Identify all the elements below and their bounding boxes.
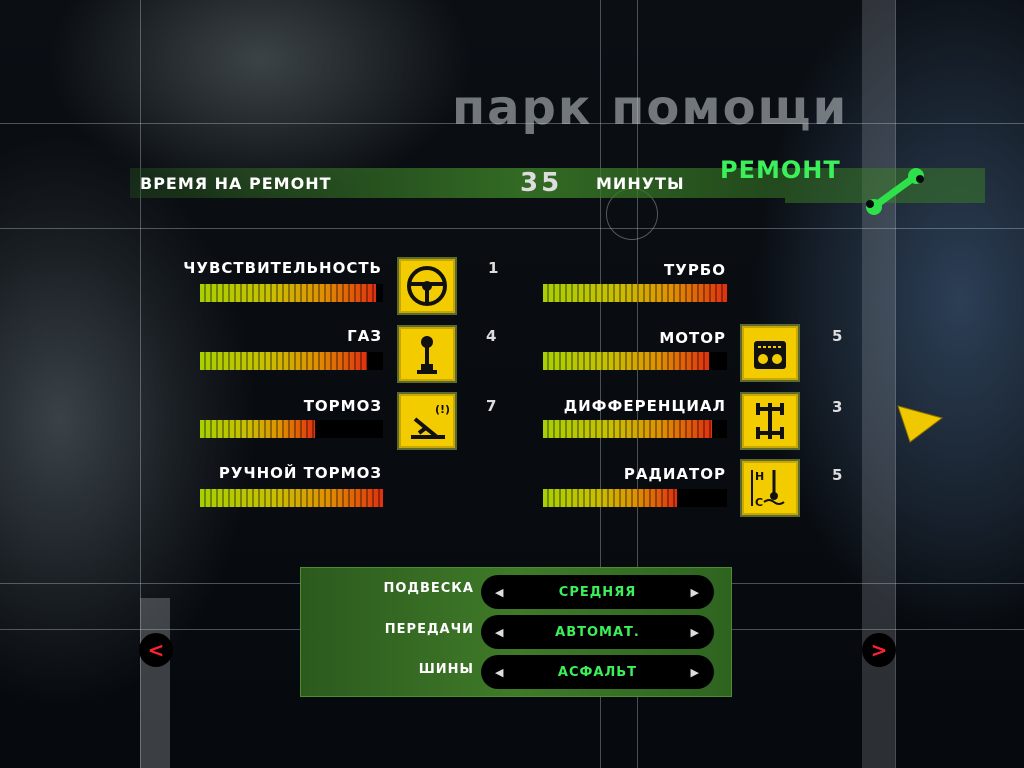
brake-bar-fill — [200, 420, 316, 438]
radiator-label: РАДИАТОР — [623, 465, 726, 483]
gearbox-selector[interactable]: ◀ АВТОМАТ. ▶ — [481, 615, 714, 649]
sensitivity-button[interactable] — [397, 257, 457, 315]
radiator-value: 5 — [832, 466, 843, 484]
handbrake-bar-fill — [200, 489, 383, 507]
turbo-bar-fill — [543, 284, 727, 302]
arrow-right-icon[interactable]: ▶ — [690, 665, 700, 679]
differential-label: ДИФФЕРЕНЦИАЛ — [563, 397, 726, 415]
svg-text:C: C — [755, 496, 763, 509]
suspension-value: СРЕДНЯЯ — [558, 584, 637, 600]
wrench-icon — [866, 168, 924, 215]
brake-button[interactable]: (!) — [397, 392, 457, 450]
repair-time-value: 35 — [520, 168, 563, 198]
gearbox-label: ПЕРЕДАЧИ — [384, 622, 474, 637]
sensitivity-bar — [200, 284, 383, 302]
grid-line — [600, 0, 601, 768]
radiator-bar — [543, 489, 727, 507]
grid-line — [140, 0, 141, 768]
grid-line — [0, 123, 1024, 124]
drivetrain-icon — [756, 403, 784, 439]
engine-button[interactable] — [740, 324, 800, 382]
engine-label: МОТОР — [659, 329, 726, 347]
repair-time-unit: МИНУТЫ — [596, 174, 685, 193]
suspension-label: ПОДВЕСКА — [383, 581, 474, 596]
turbo-bar — [543, 284, 727, 302]
screen-title: парк помощи — [452, 80, 849, 136]
tyres-selector[interactable]: ◀ АСФАЛЬТ ▶ — [481, 655, 714, 689]
brake-pedal-icon: (!) — [411, 403, 449, 439]
arrow-left-icon[interactable]: ◀ — [495, 585, 505, 599]
engine-icon — [754, 341, 786, 369]
sensitivity-bar-fill — [200, 284, 376, 302]
coolant-temp-icon: HC — [751, 470, 785, 509]
differential-bar — [543, 420, 727, 438]
grid-line — [0, 228, 1024, 229]
pointer-cursor-icon — [897, 405, 944, 443]
handbrake-bar — [200, 489, 383, 507]
throttle-bar-fill — [200, 352, 367, 370]
repair-time-label: ВРЕМЯ НА РЕМОНТ — [140, 174, 332, 193]
throttle-button[interactable] — [397, 325, 457, 383]
next-page-button[interactable]: > — [862, 633, 896, 667]
differential-button[interactable] — [740, 392, 800, 450]
arrow-left-icon[interactable]: ◀ — [495, 625, 505, 639]
tyres-value: АСФАЛЬТ — [557, 664, 638, 680]
steering-wheel-icon — [407, 266, 447, 306]
brake-bar — [200, 420, 383, 438]
svg-text:(!): (!) — [435, 403, 449, 416]
left-strip — [140, 598, 170, 768]
gearbox-value: АВТОМАТ. — [555, 624, 640, 640]
differential-value: 3 — [832, 398, 843, 416]
arrow-right-icon[interactable]: ▶ — [690, 625, 700, 639]
grid-line — [637, 0, 638, 768]
arrow-left-icon[interactable]: ◀ — [495, 665, 505, 679]
handbrake-label: РУЧНОЙ ТОРМОЗ — [218, 464, 382, 482]
engine-value: 5 — [832, 327, 843, 345]
grid-line — [895, 0, 896, 768]
throttle-label: ГАЗ — [347, 327, 382, 345]
tyres-label: ШИНЫ — [418, 662, 474, 677]
throttle-value: 4 — [486, 327, 497, 345]
turbo-label: ТУРБО — [664, 261, 726, 279]
prev-page-button[interactable]: < — [139, 633, 173, 667]
gear-lever-icon — [417, 336, 437, 374]
suspension-selector[interactable]: ◀ СРЕДНЯЯ ▶ — [481, 575, 714, 609]
arrow-right-icon[interactable]: ▶ — [690, 585, 700, 599]
radiator-bar-fill — [543, 489, 678, 507]
engine-bar — [543, 352, 727, 370]
brake-label: ТОРМОЗ — [303, 397, 382, 415]
mode-title: РЕМОНТ — [720, 156, 841, 184]
sensitivity-value: 1 — [488, 259, 499, 277]
differential-bar-fill — [543, 420, 713, 438]
sensitivity-label: ЧУВСТВИТЕЛЬНОСТЬ — [183, 259, 382, 277]
svg-text:H: H — [755, 470, 764, 483]
engine-bar-fill — [543, 352, 709, 370]
repair-time-bar — [130, 168, 785, 198]
throttle-bar — [200, 352, 383, 370]
brake-value: 7 — [486, 397, 497, 415]
